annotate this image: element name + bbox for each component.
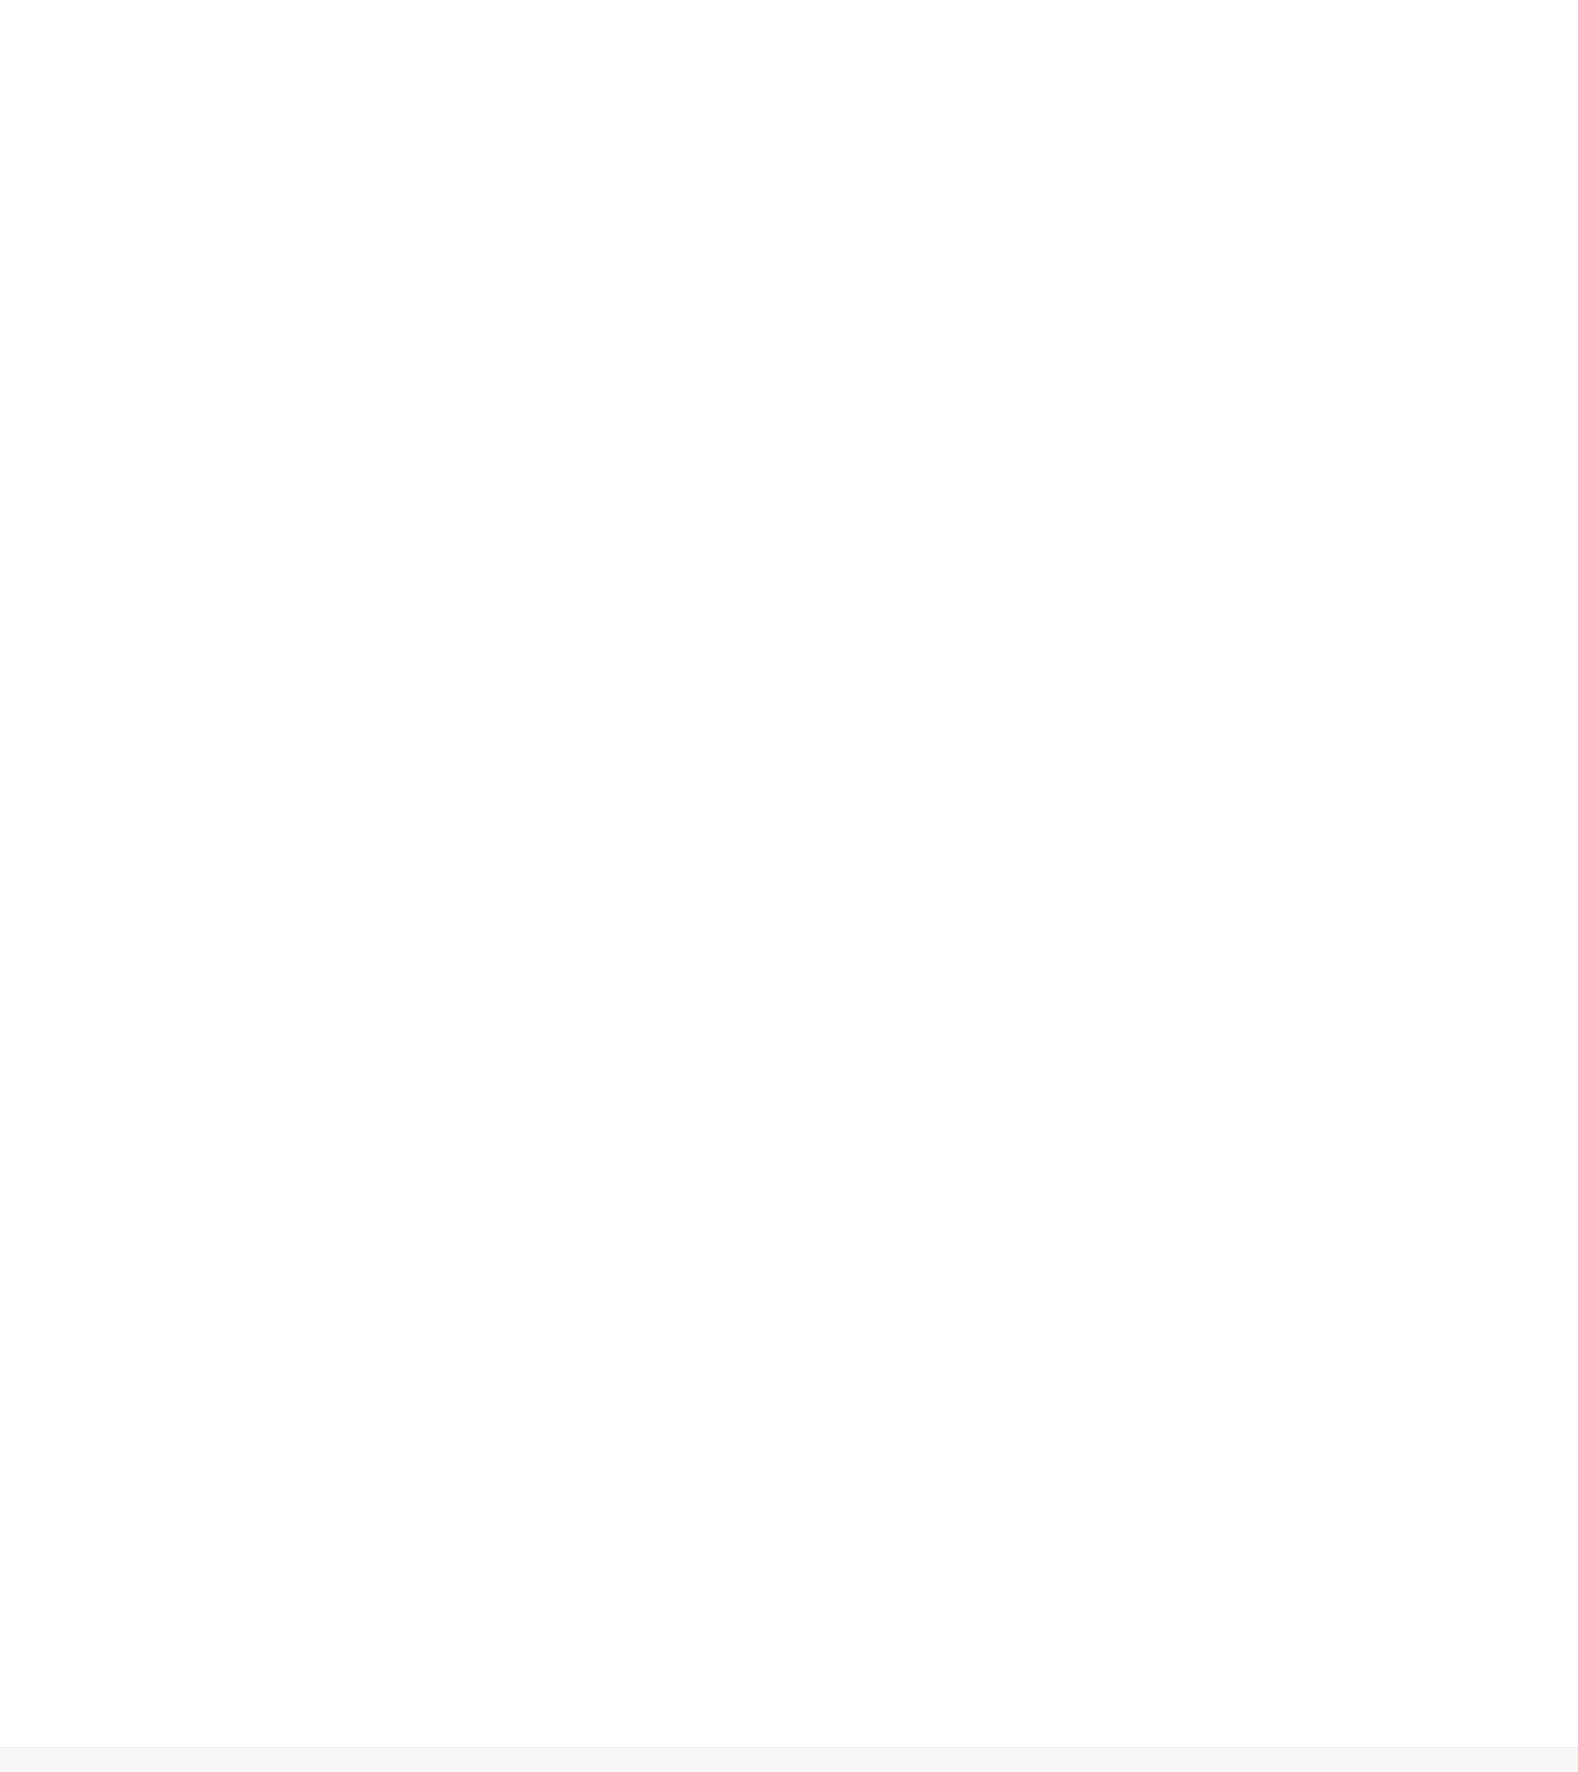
- figure-graphics: [0, 0, 1578, 1245]
- window-bottom-strip: [0, 1747, 1578, 1772]
